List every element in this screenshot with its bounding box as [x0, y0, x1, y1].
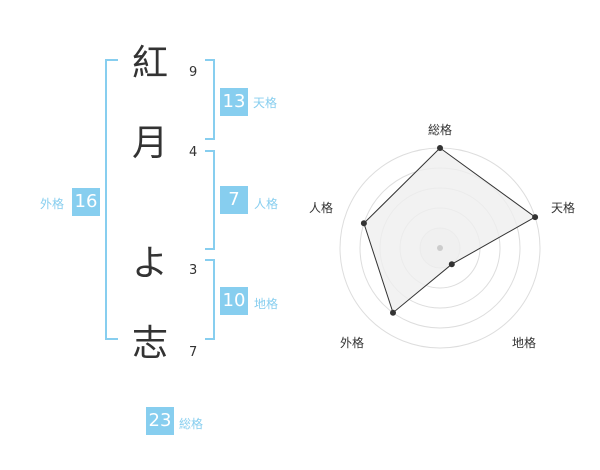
chikaku-bracket: [205, 259, 215, 340]
radar-label-tenkaku: 天格: [551, 200, 575, 215]
name-char-4: 志: [131, 323, 168, 364]
soukaku-value-badge: 23: [146, 407, 174, 435]
radar-center-dot: [437, 245, 443, 251]
radar-point-soukaku: [437, 145, 443, 151]
radar-point-jinkaku: [360, 220, 367, 227]
radar-points: [360, 145, 539, 316]
chikaku-label: 地格: [254, 297, 279, 311]
jinkaku-bracket: [205, 150, 215, 250]
jinkaku-label: 人格: [254, 197, 279, 211]
gaikaku-bracket: [105, 59, 118, 340]
radar-point-chikaku: [448, 261, 455, 268]
name-char-2-strokes: 4: [189, 145, 198, 160]
soukaku-label: 総格: [179, 417, 204, 431]
tenkaku-value-badge: 13: [220, 88, 248, 116]
name-char-1-strokes: 9: [189, 65, 198, 80]
jinkaku-value-badge: 7: [220, 186, 248, 214]
tenkaku-label: 天格: [253, 96, 278, 110]
radar-label-jinkaku: 人格: [309, 200, 333, 215]
gaikaku-label: 外格: [40, 197, 65, 211]
name-char-1: 紅: [131, 43, 168, 84]
name-char-3: よ: [131, 243, 168, 284]
radar-label-chikaku: 地格: [512, 335, 536, 350]
chikaku-value-badge: 10: [220, 287, 248, 315]
name-char-2: 月: [131, 123, 168, 164]
gaikaku-value-badge: 16: [72, 188, 100, 216]
radar-area: [363, 147, 537, 314]
tenkaku-bracket: [205, 59, 215, 140]
radar-label-soukaku: 総格: [428, 122, 452, 137]
radar-label-gaikaku: 外格: [340, 335, 364, 350]
radar-point-gaikaku: [390, 309, 396, 316]
name-char-3-strokes: 3: [189, 263, 198, 278]
name-char-4-strokes: 7: [189, 345, 198, 360]
radar-point-tenkaku: [532, 214, 539, 221]
